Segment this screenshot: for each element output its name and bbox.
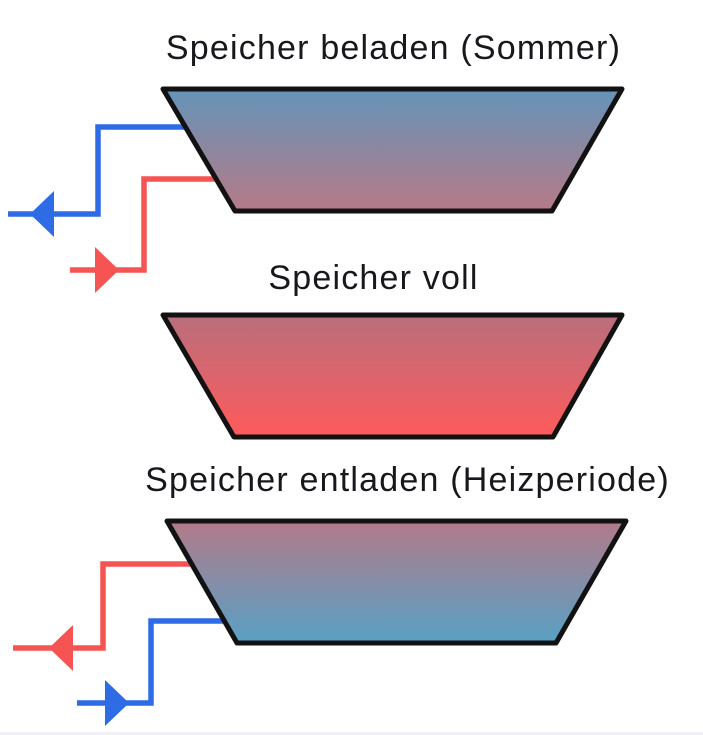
tank-voll-shape xyxy=(160,312,625,440)
cold-inflow-arrow-icon xyxy=(105,680,129,726)
hot-inflow-arrow-icon xyxy=(95,247,119,293)
section-title-entladen: Speicher entladen (Heizperiode) xyxy=(145,461,670,499)
section-title-voll: Speicher voll xyxy=(268,259,479,297)
section-title-beladen: Speicher beladen (Sommer) xyxy=(165,29,622,67)
warm-return-pipe-entladen xyxy=(13,561,196,651)
cold-outflow-arrow-icon xyxy=(30,191,54,237)
warm-outflow-arrow-icon xyxy=(49,625,73,671)
hot-supply-pipe-beladen xyxy=(70,176,222,273)
cold-supply-pipe-entladen xyxy=(77,618,228,706)
tank-beladen-shape xyxy=(160,86,625,214)
image-bottom-edge xyxy=(0,732,703,735)
tank-entladen-shape xyxy=(164,518,629,646)
cold-return-pipe-beladen xyxy=(8,124,195,217)
